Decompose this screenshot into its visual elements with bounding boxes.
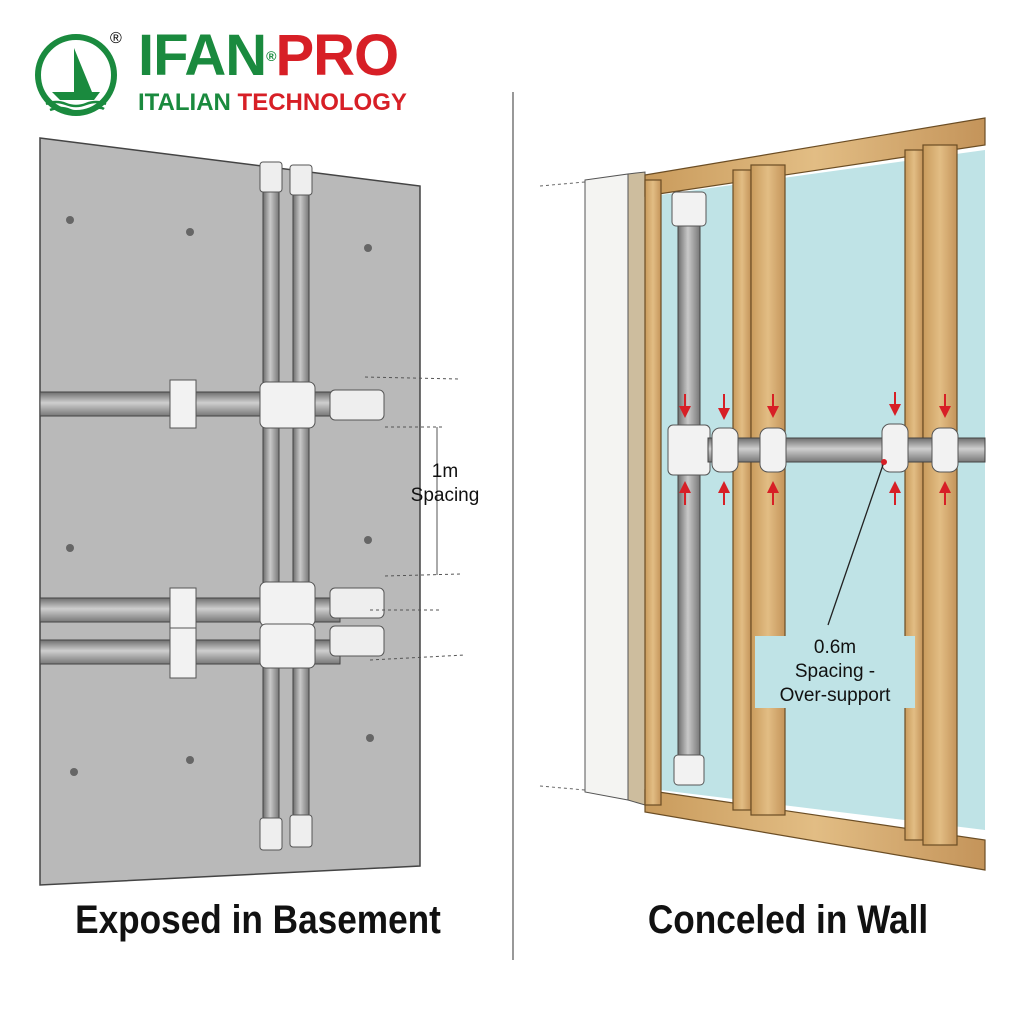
brand-registered-mark: ® (266, 48, 276, 64)
horizontal-pipe-right (707, 423, 986, 473)
spacing-label-left: 1m Spacing (405, 460, 485, 508)
leader-point (881, 459, 887, 465)
spacing-value-right: 0.6m (813, 637, 857, 658)
brand-name: IFAN®PRO (138, 23, 399, 88)
spacing-note-right: Over-support (779, 685, 891, 706)
spacing-value-left: 1m (431, 461, 459, 482)
brand-part2: PRO (275, 23, 399, 88)
brand-part1: IFAN (138, 23, 267, 88)
spacing-label-right: 0.6m Spacing - Over-support (755, 636, 915, 708)
spacing-dimension-left (364, 376, 466, 661)
spacing-text-right: Spacing - (794, 661, 876, 682)
caption-right: Conceled in Wall (647, 898, 929, 942)
horizontal-pipes-left (39, 379, 385, 679)
sailboat-logo-icon (35, 34, 117, 116)
drywall-layer (539, 171, 646, 806)
concrete-wall (39, 137, 421, 886)
logo (34, 30, 124, 125)
caption-left: Exposed in Basement (75, 898, 441, 942)
vertical-pipes (259, 161, 313, 851)
tagline-part1: ITALIAN (138, 89, 231, 116)
tagline-part2: TECHNOLOGY (237, 89, 407, 116)
registered-mark: ® (110, 30, 122, 47)
leader-line (827, 461, 885, 626)
support-arrows (679, 392, 951, 505)
spacing-text-left: Spacing (410, 485, 480, 506)
tagline: ITALIAN TECHNOLOGY (138, 90, 407, 116)
